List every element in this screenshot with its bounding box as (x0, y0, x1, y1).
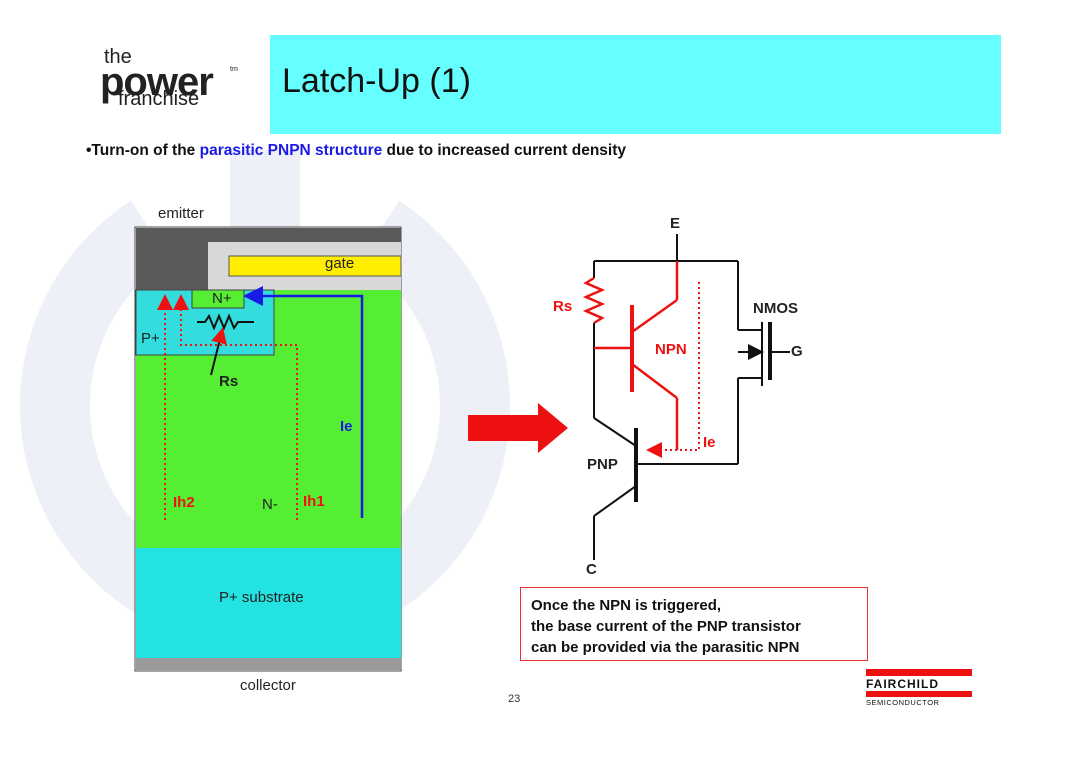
rs-resistor-icon (197, 313, 254, 331)
circuit-e-label: E (670, 215, 681, 232)
emitter-metal-top (208, 228, 401, 242)
substrate-label: P+ substrate (219, 589, 304, 606)
company-sub: SEMICONDUCTOR (866, 698, 940, 707)
logo-red-bar-top (866, 669, 972, 676)
page-number: 23 (508, 693, 521, 705)
logo-tm: tm (230, 66, 238, 73)
pnp-emitter-leg (593, 417, 637, 447)
note-line-2: the base current of the PNP transistor (531, 618, 801, 635)
p-substrate-region (136, 548, 401, 658)
emitter-label: emitter (158, 205, 204, 222)
p-plus-label: P+ (141, 330, 160, 347)
fairchild-logo: FAIRCHILD SEMICONDUCTOR (866, 669, 972, 708)
gate-electrode (228, 255, 402, 277)
circuit-npn-label: NPN (655, 341, 687, 358)
logo-the: the (104, 46, 132, 68)
note-line-1: Once the NPN is triggered, (531, 597, 722, 614)
circuit-ie-label: Ie (703, 434, 716, 451)
gate-label: gate (325, 255, 355, 272)
rs-pointer-arrow (210, 327, 227, 376)
circuit-nmos-label: NMOS (753, 300, 798, 317)
collector-label: collector (240, 677, 296, 694)
ie-label: Ie (340, 418, 353, 435)
note-line-3: can be provided via the parasitic NPN (531, 639, 800, 656)
circuit-g-label: G (791, 343, 803, 360)
bullet-suffix: due to increased current density (382, 142, 626, 159)
circuit-ie-path (646, 282, 700, 458)
n-minus-label: N- (262, 496, 278, 513)
pnp-collector-leg (593, 485, 637, 517)
circuit-c-label: C (586, 561, 597, 578)
company-name: FAIRCHILD (866, 677, 939, 691)
bullet-prefix: •Turn-on of the (86, 142, 200, 159)
n-plus-label: N+ (212, 290, 232, 307)
page-title: Latch-Up (1) (282, 62, 471, 100)
collector-metal (136, 658, 401, 670)
logo-power: power (100, 60, 214, 104)
explanation-box: Once the NPN is triggered, the base curr… (520, 587, 868, 661)
bullet-text: •Turn-on of the parasitic PNPN structure… (86, 142, 626, 160)
title-bar (270, 35, 1001, 134)
ih1-label: Ih1 (303, 493, 325, 510)
npn-emitter-leg (631, 363, 678, 399)
rs-label: Rs (219, 373, 239, 390)
transform-arrow-icon (468, 403, 568, 453)
logo-red-bar-bottom (866, 691, 972, 697)
bullet-highlight: parasitic PNPN structure (199, 142, 383, 159)
ie-path (243, 286, 364, 518)
npn-collector-leg (631, 298, 678, 334)
emitter-metal (136, 228, 208, 290)
ih2-label: Ih2 (173, 494, 195, 511)
circuit-rs-label: Rs (553, 298, 573, 315)
rs-resistor-circuit-icon (582, 276, 606, 325)
logo-franchise: franchise (118, 88, 200, 110)
circuit-pnp-label: PNP (587, 456, 618, 473)
